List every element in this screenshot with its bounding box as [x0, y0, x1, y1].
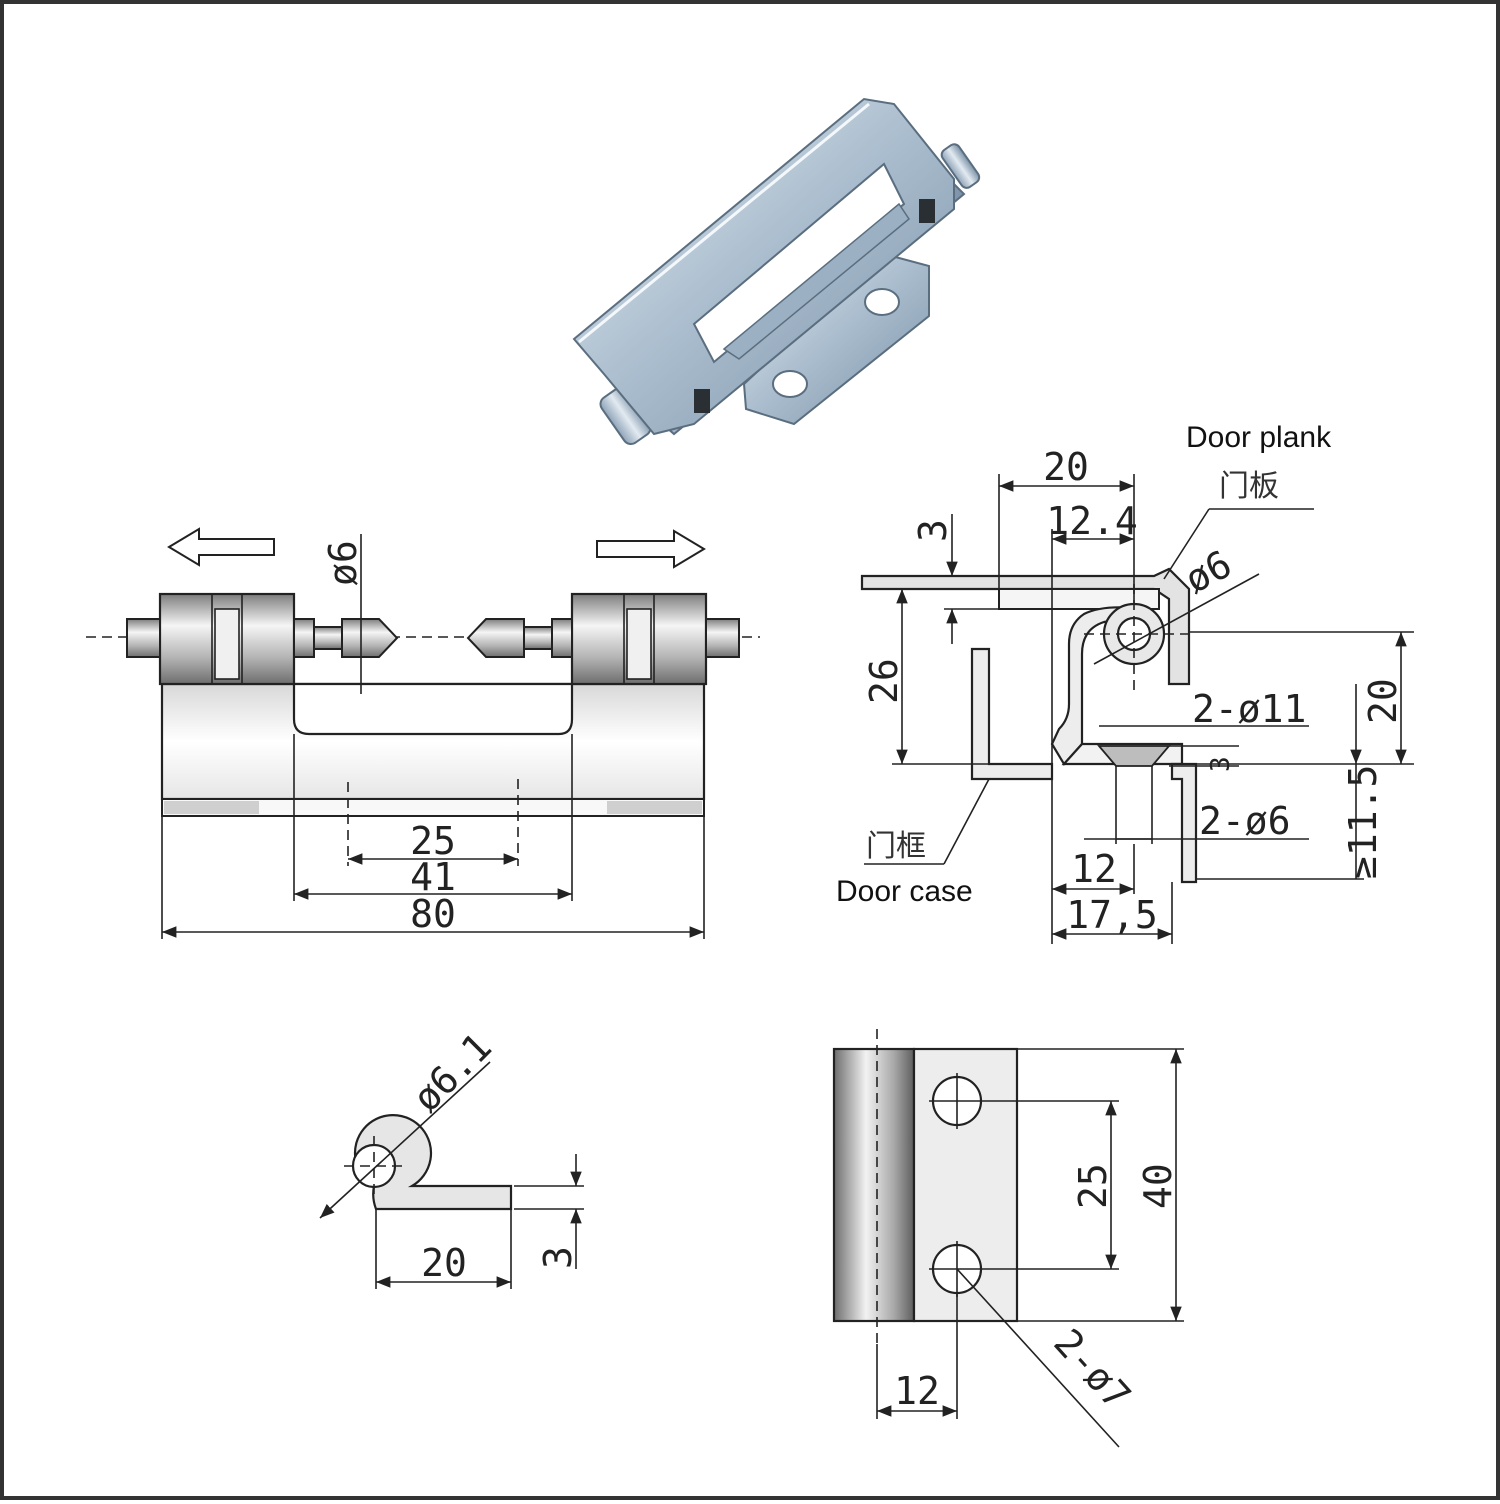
- front-overall-length: 80: [410, 892, 456, 936]
- right-arrow: [596, 529, 706, 569]
- side-hole-offset: 12: [1071, 847, 1117, 891]
- leaf-length: 20: [421, 1241, 467, 1285]
- side-hole: 2-ø6: [1199, 799, 1291, 843]
- side-height: 26: [862, 658, 906, 704]
- leaf-diameter: ø6.1: [404, 1025, 500, 1121]
- left-arrow: [167, 527, 275, 567]
- plate-view: 25 40 12 2-ø7: [832, 1029, 1184, 1448]
- side-top-width: 20: [1043, 445, 1089, 489]
- front-hole-spacing: 25: [410, 819, 456, 863]
- plate-holes: 2-ø7: [1045, 1321, 1139, 1418]
- leaf-section-view: ø6.1 20 3: [319, 1025, 584, 1289]
- side-right-height: 20: [1361, 678, 1405, 724]
- front-view: ø6 25 41 80: [86, 527, 760, 939]
- door-plank-label: Door plank: [1186, 421, 1332, 454]
- side-plate-thickness: 3: [911, 519, 955, 542]
- door-case-label: Door case: [836, 875, 973, 908]
- plate-hole-spacing: 25: [1071, 1163, 1115, 1209]
- door-case-label-cn: 门框: [866, 829, 926, 864]
- plate-hole-offset: 12: [894, 1369, 940, 1413]
- side-view: 20 12.4 3 ø6 26 20 2-ø11 3 2-ø6: [836, 421, 1414, 944]
- door-plank-label-cn: 门板: [1219, 469, 1279, 504]
- leaf-thickness: 3: [536, 1246, 580, 1269]
- side-min-gap: ≥11.5: [1341, 765, 1385, 879]
- side-base-width: 17,5: [1066, 893, 1158, 937]
- concealed-hinge-photo: [572, 97, 981, 446]
- front-pin-diameter: ø6: [321, 540, 365, 586]
- side-countersink-depth: 3: [1206, 756, 1236, 772]
- plate-height: 40: [1136, 1163, 1180, 1209]
- side-countersink: 2-ø11: [1192, 687, 1306, 731]
- front-inner-width: 41: [410, 855, 456, 899]
- technical-drawing: ø6 25 41 80: [86, 97, 1414, 1448]
- side-pin-offset: 12.4: [1046, 499, 1138, 543]
